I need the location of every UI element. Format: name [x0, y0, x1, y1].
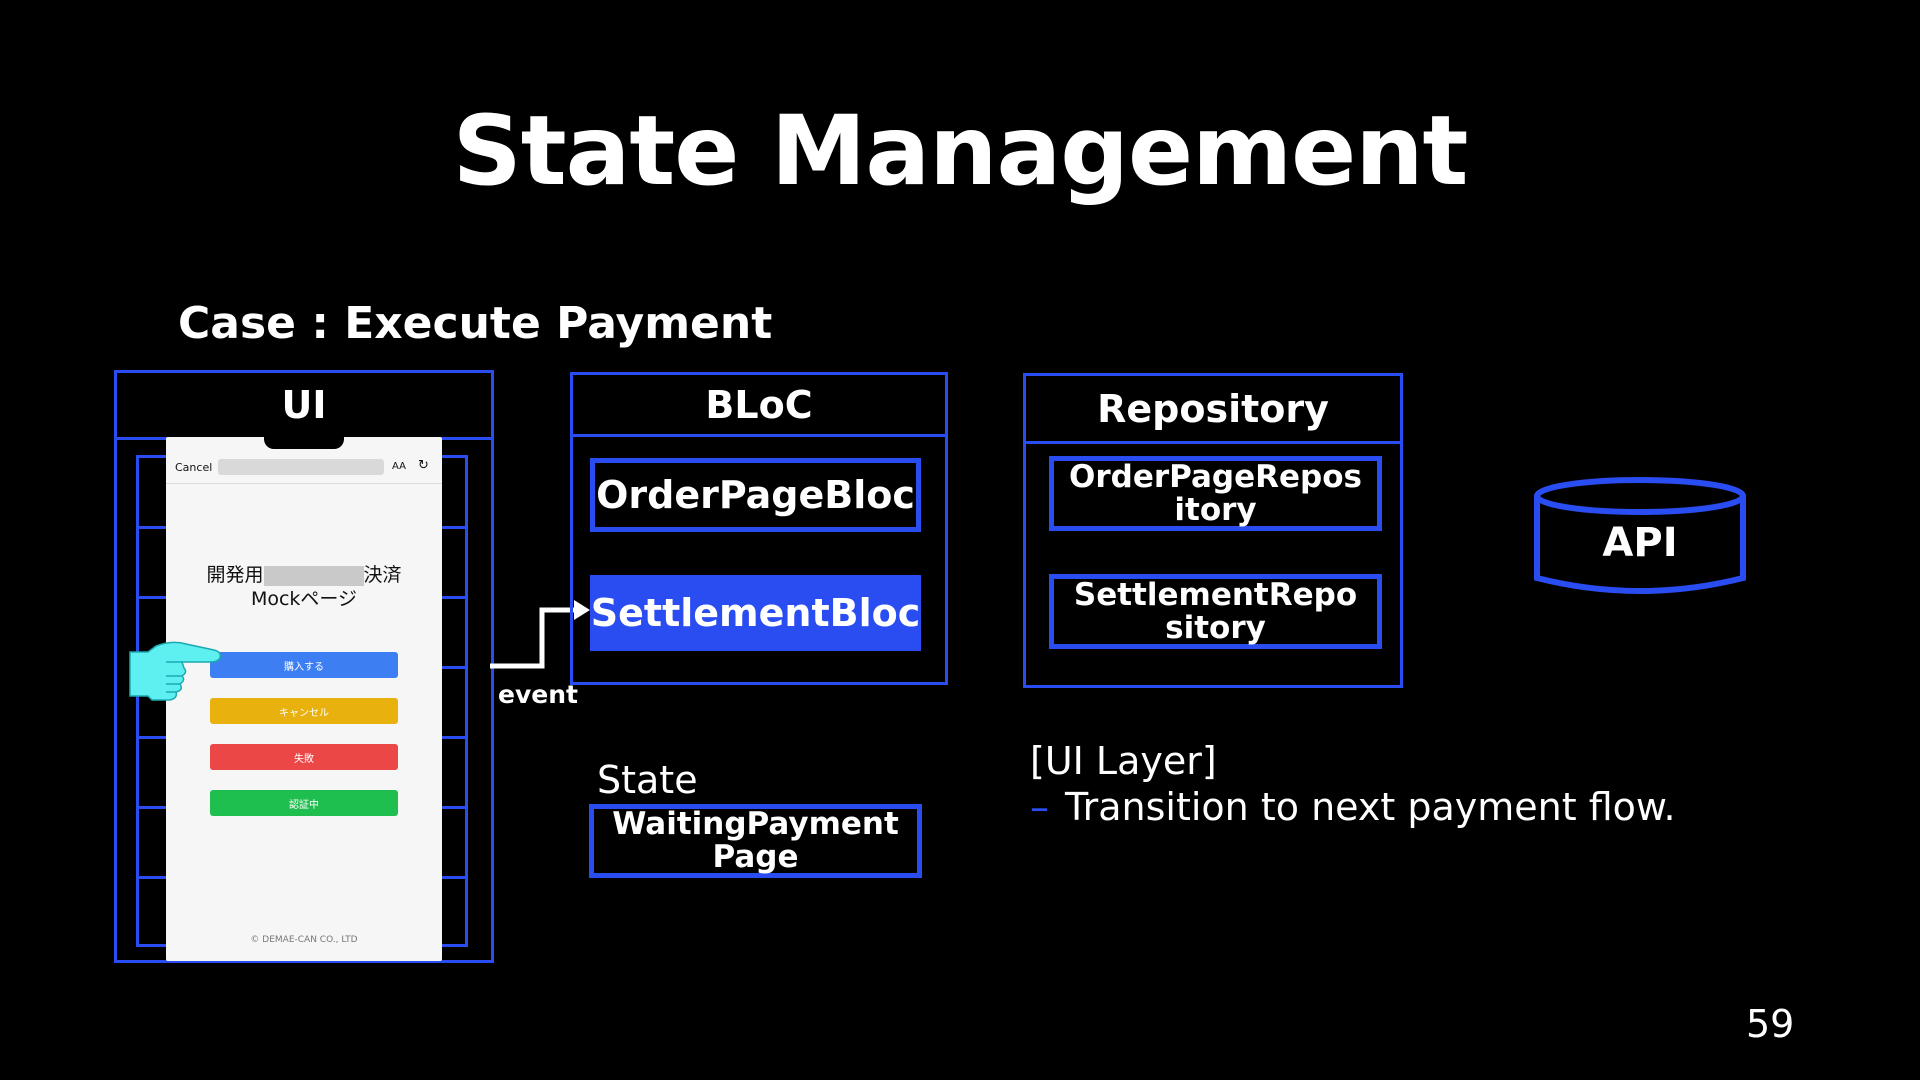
phone-screenshot: Cancel AA ↻ 開発用決済 Mockページ 購入する キャンセル 失敗 …	[166, 437, 442, 961]
authenticating-button[interactable]: 認証中	[210, 790, 398, 816]
order-page-repository: OrderPageRepository	[1049, 456, 1382, 531]
state-value: WaitingPaymentPage	[589, 804, 922, 878]
copyright: © DEMAE-CAN CO., LTD	[250, 935, 358, 945]
url-bar[interactable]	[218, 459, 384, 475]
ui-panel-title: UI	[117, 373, 491, 440]
bloc-panel-title: BLoC	[573, 375, 945, 437]
note-bullet-item: –Transition to next payment flow.	[1030, 785, 1676, 829]
text-size-button[interactable]: AA	[392, 461, 406, 472]
settlement-repository: SettlementRepository	[1049, 574, 1382, 649]
pointing-hand-icon	[129, 641, 222, 701]
ui-ladder-left	[136, 455, 166, 947]
case-label: Case : Execute Payment	[178, 298, 773, 349]
redacted-block	[263, 565, 364, 586]
note-heading: [UI Layer]	[1030, 739, 1217, 783]
event-arrow	[490, 600, 590, 669]
event-label: event	[498, 680, 578, 709]
fail-button[interactable]: 失敗	[210, 744, 398, 770]
ui-layer-note: [UI Layer] –Transition to next payment f…	[1030, 738, 1676, 830]
order-page-bloc: OrderPageBloc	[590, 458, 921, 532]
settlement-bloc: SettlementBloc	[590, 575, 921, 651]
mock-page-heading: 開発用決済 Mockページ	[206, 564, 402, 610]
purchase-button[interactable]: 購入する	[210, 652, 398, 678]
bloc-panel: BLoC OrderPageBloc SettlementBloc	[570, 372, 948, 685]
repository-panel-title: Repository	[1026, 376, 1400, 444]
reload-icon[interactable]: ↻	[418, 458, 429, 473]
ui-ladder-right	[442, 455, 468, 947]
repository-panel: Repository OrderPageRepository Settlemen…	[1023, 373, 1403, 688]
cancel-payment-button[interactable]: キャンセル	[210, 698, 398, 724]
api-label: API	[1602, 520, 1678, 566]
state-label: State	[597, 758, 698, 802]
slide-title: State Management	[452, 95, 1469, 207]
cancel-link[interactable]: Cancel	[175, 461, 213, 474]
api-database-icon	[1534, 477, 1746, 594]
page-number: 59	[1746, 1002, 1795, 1046]
phone-notch	[264, 437, 344, 449]
